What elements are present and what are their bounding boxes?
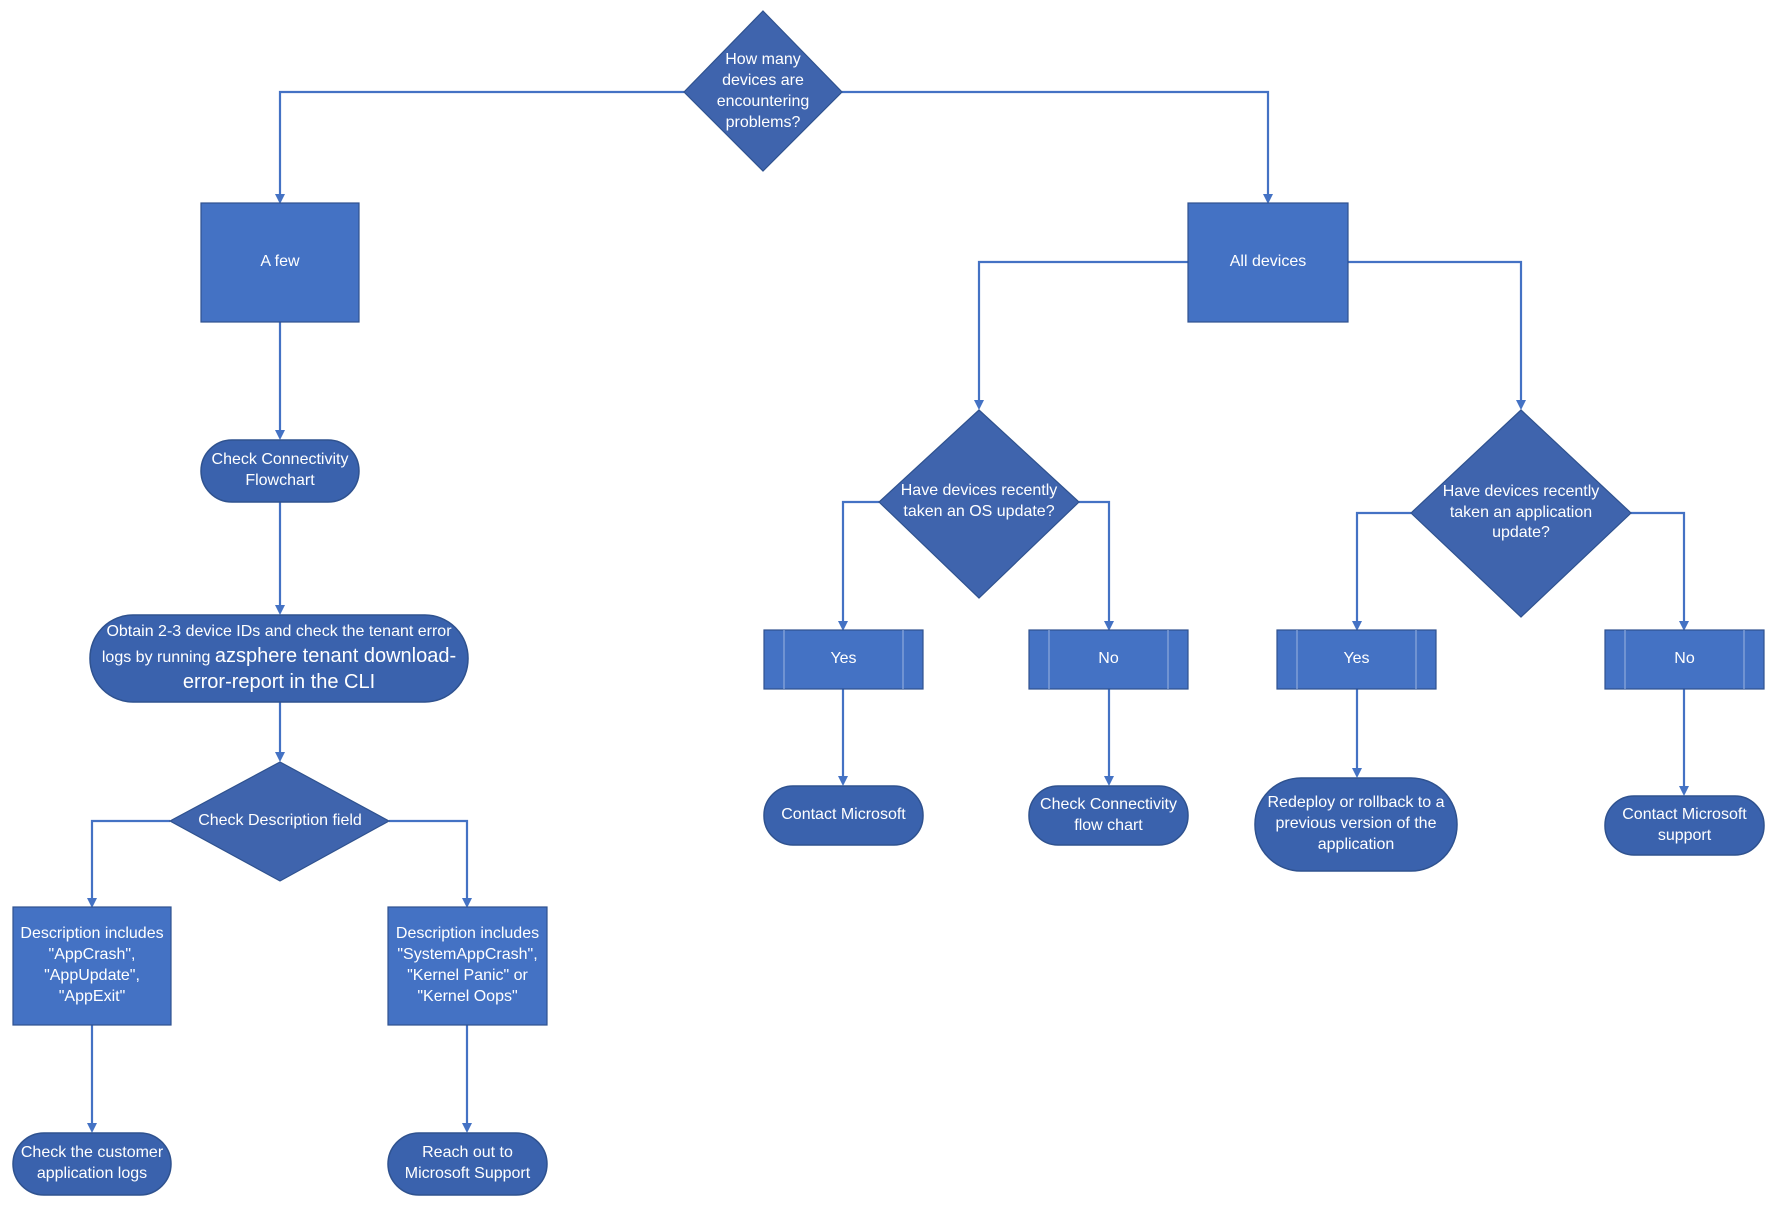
terminator-obtain-ids [89, 614, 469, 703]
box-desc-app [12, 906, 172, 1026]
decision-check-description [168, 761, 391, 882]
decision-app-update [1410, 409, 1632, 618]
connector-os-question-to-yes [838, 500, 879, 631]
process-os-no [1028, 629, 1189, 690]
label-check-description: Check Description field [198, 811, 362, 829]
process-app-no [1604, 629, 1765, 690]
label-reach-out-support: Reach out to Microsoft Support [404, 1144, 531, 1182]
box-all-devices [1187, 202, 1349, 323]
label-app-update-question: Have devices recently taken an applicati… [1442, 482, 1600, 542]
connector-app-question-to-yes [1352, 511, 1411, 631]
terminator-redeploy-rollback [1254, 777, 1458, 872]
label-os-no: No [1098, 650, 1119, 668]
connector-all-devices-to-os-question [974, 260, 1188, 410]
connector-root-to-all-devices [842, 90, 1273, 204]
connector-check-description-to-desc-app [87, 819, 170, 908]
connector-app-question-to-no [1631, 511, 1689, 631]
terminator-contact-microsoft-support [1604, 795, 1765, 856]
label-a-few: A few [260, 253, 300, 271]
box-a-few [200, 202, 360, 323]
label-desc-app: Description includes "AppCrash", "AppUpd… [20, 925, 164, 1005]
label-os-yes: Yes [830, 650, 857, 668]
connector-os-question-to-no [1079, 500, 1114, 631]
terminator-check-connectivity-flowchart [200, 439, 360, 503]
label-check-connectivity-flowchart: Check Connectivity Flowchart [211, 451, 349, 489]
decision-how-many-devices [683, 10, 843, 172]
label-redeploy-rollback: Redeploy or rollback to a previous versi… [1267, 794, 1445, 853]
label-all-devices: All devices [1229, 253, 1307, 271]
terminator-contact-microsoft [763, 785, 924, 846]
label-check-connectivity-flow-chart: Check Connectivity flow chart [1040, 795, 1177, 834]
obtain-ids-command: azsphere tenant download-error-report in… [182, 644, 457, 693]
process-app-yes [1276, 629, 1437, 690]
label-desc-system: Description includes "SystemAppCrash", "… [395, 925, 540, 1005]
terminator-check-customer-logs [12, 1132, 172, 1196]
obtain-ids-prefix: Obtain 2-3 device IDs and check the tena… [101, 623, 452, 666]
label-how-many-devices: How many devices are encountering proble… [716, 51, 810, 131]
process-os-yes [763, 629, 924, 690]
connector-check-description-to-desc-system [389, 819, 472, 908]
decision-os-update [878, 409, 1080, 599]
label-contact-microsoft-support: Contact Microsoft support [1622, 805, 1747, 844]
connectors [87, 90, 1689, 1133]
label-app-no: No [1674, 650, 1695, 668]
box-desc-system [387, 906, 548, 1026]
label-check-customer-logs: Check the customer application logs [20, 1144, 164, 1182]
terminator-check-connectivity-flow-chart [1028, 785, 1189, 846]
label-obtain-ids: Obtain 2-3 device IDs and check the tena… [100, 615, 458, 702]
connector-all-devices-to-app-question [1348, 260, 1526, 410]
connector-root-to-a-few [275, 90, 684, 204]
terminator-reach-out-support [387, 1132, 548, 1196]
label-contact-microsoft: Contact Microsoft [781, 806, 906, 824]
label-app-yes: Yes [1343, 650, 1370, 668]
label-os-update-question: Have devices recently taken an OS update… [900, 482, 1058, 520]
